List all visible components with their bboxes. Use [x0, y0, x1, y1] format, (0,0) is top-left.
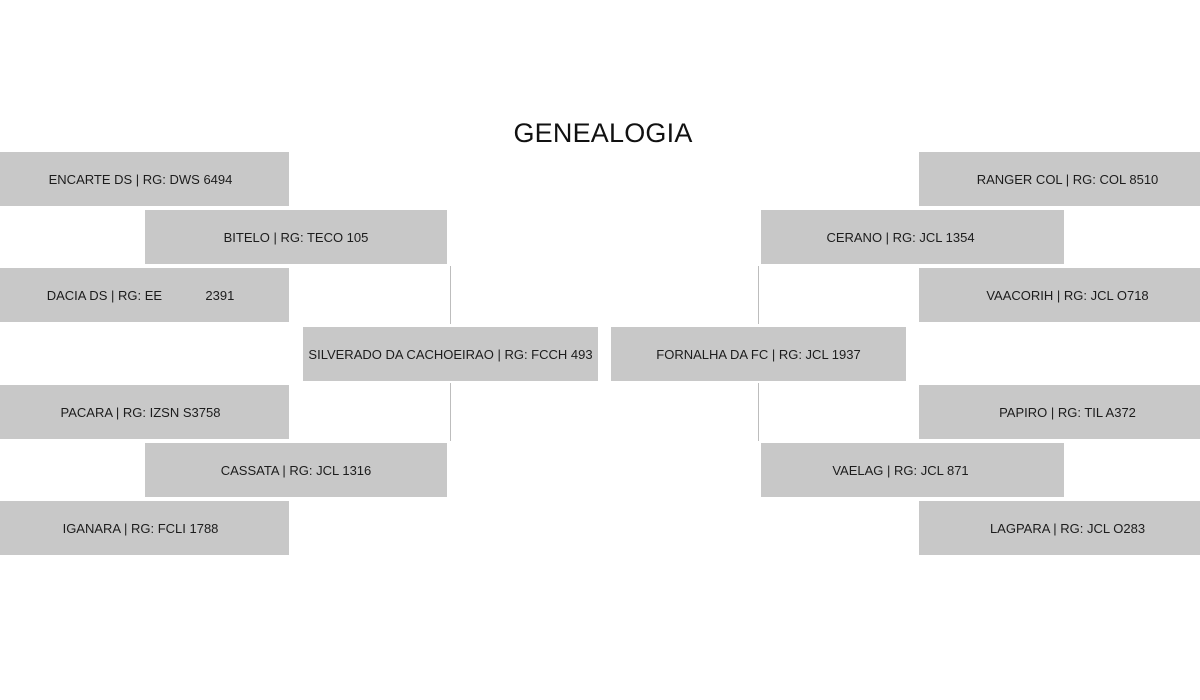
right-sire-box: CERANO | RG: JCL 1354 — [761, 210, 1064, 264]
left-sire-dam-box: DACIA DS | RG: EE 2391 — [0, 268, 289, 322]
right-dam-dam-box: LAGPARA | RG: JCL O283 — [919, 501, 1200, 555]
left-sire-connector — [450, 266, 451, 324]
page-title: GENEALOGIA — [513, 118, 693, 148]
left-sire-sire-box: ENCARTE DS | RG: DWS 6494 — [0, 152, 289, 206]
right-dam-sire-box: PAPIRO | RG: TIL A372 — [919, 385, 1200, 439]
left-animal-box: SILVERADO DA CACHOEIRAO | RG: FCCH 493 — [303, 327, 598, 381]
right-sire-connector — [758, 266, 759, 324]
left-dam-sire-box: PACARA | RG: IZSN S3758 — [0, 385, 289, 439]
right-sire-sire-box: RANGER COL | RG: COL 8510 — [919, 152, 1200, 206]
left-dam-dam-box: IGANARA | RG: FCLI 1788 — [0, 501, 289, 555]
left-dam-box: CASSATA | RG: JCL 1316 — [145, 443, 447, 497]
left-sire-box: BITELO | RG: TECO 105 — [145, 210, 447, 264]
right-sire-dam-box: VAACORIH | RG: JCL O718 — [919, 268, 1200, 322]
right-animal-box: FORNALHA DA FC | RG: JCL 1937 — [611, 327, 906, 381]
right-dam-connector — [758, 383, 759, 441]
left-dam-connector — [450, 383, 451, 441]
right-dam-box: VAELAG | RG: JCL 871 — [761, 443, 1064, 497]
